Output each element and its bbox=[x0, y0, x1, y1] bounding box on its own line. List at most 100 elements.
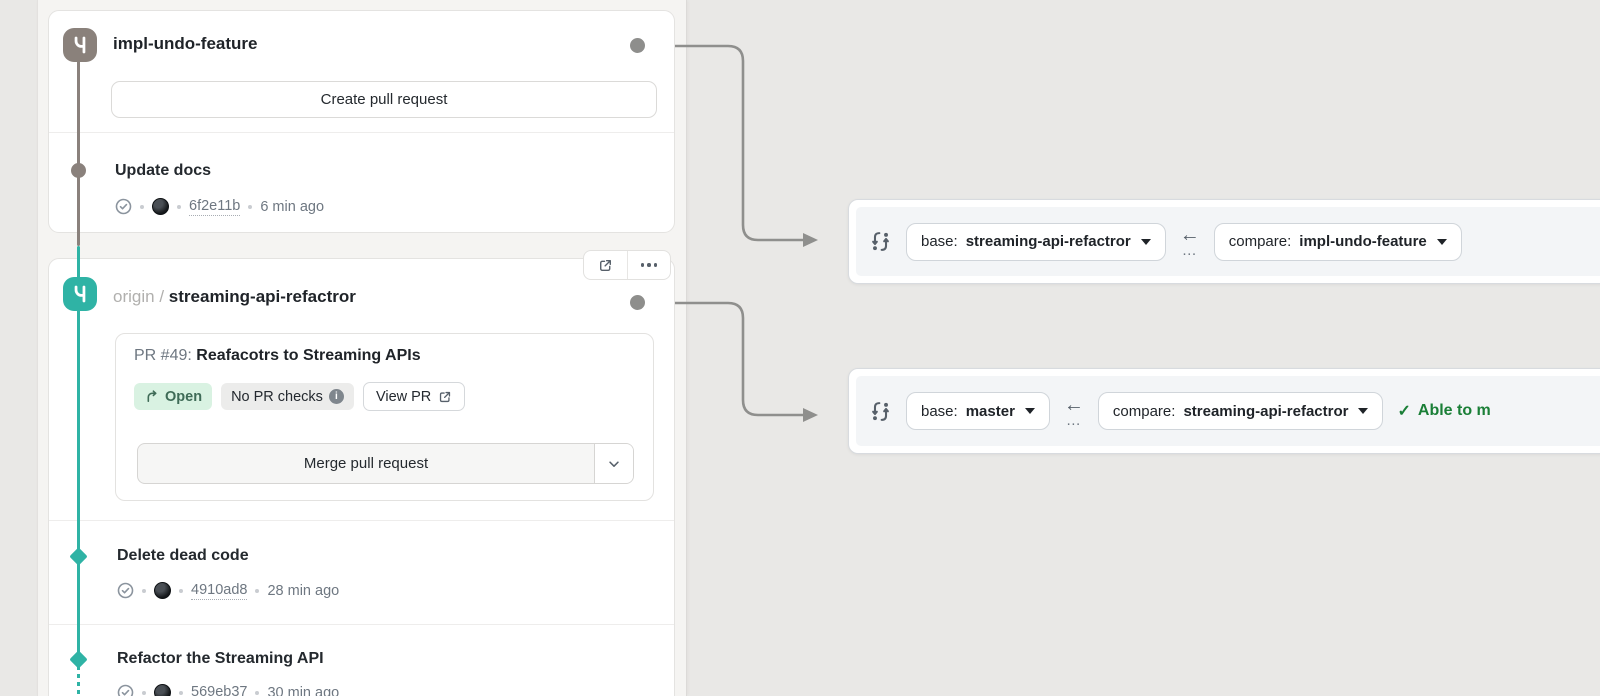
commit-title: Refactor the Streaming API bbox=[117, 650, 324, 667]
branch-card-toolbar bbox=[583, 250, 671, 280]
range-direction: ← … bbox=[1180, 225, 1200, 258]
avatar bbox=[154, 684, 171, 696]
pr-status-label: Open bbox=[165, 388, 203, 405]
ellipsis-icon bbox=[640, 263, 657, 267]
avatar bbox=[154, 582, 171, 600]
path-separator: / bbox=[159, 287, 165, 306]
more-options-button[interactable] bbox=[628, 251, 671, 279]
pr-title: Reafacotrs to Streaming APIs bbox=[196, 347, 421, 364]
avatar bbox=[152, 198, 169, 216]
commit-time: 6 min ago bbox=[260, 198, 325, 215]
branch-icon bbox=[63, 28, 97, 62]
divider bbox=[49, 132, 674, 133]
commit-meta-row: 4910ad8 28 min ago bbox=[117, 582, 339, 600]
compare-bar-1: base: streaming-api-refactror ← … compar… bbox=[848, 199, 1600, 284]
base-branch-name: streaming-api-refactror bbox=[965, 233, 1131, 250]
git-branch-glyph bbox=[74, 36, 86, 54]
pull-request-card: PR #49: Reafacotrs to Streaming APIs Ope… bbox=[115, 333, 654, 501]
chevron-down-icon bbox=[609, 460, 619, 467]
left-arrow-icon: ← bbox=[1063, 393, 1084, 416]
dot-separator bbox=[179, 690, 183, 695]
remote-name: origin bbox=[113, 287, 155, 306]
compare-bar-inner: base: streaming-api-refactror ← … compar… bbox=[856, 207, 1600, 276]
check-circle-icon bbox=[115, 199, 132, 215]
open-external-button[interactable] bbox=[584, 251, 627, 279]
commit-sha-link[interactable]: 569eb37 bbox=[191, 684, 247, 696]
compare-branch-dropdown[interactable]: compare: impl-undo-feature bbox=[1213, 222, 1462, 261]
compare-bar-inner: base: master ← … compare: streaming-api-… bbox=[856, 376, 1600, 446]
caret-down-icon bbox=[1140, 238, 1151, 245]
compare-branch-name: impl-undo-feature bbox=[1299, 233, 1427, 250]
base-prefix: base: bbox=[921, 402, 958, 420]
commit-meta-row: 569eb37 30 min ago bbox=[117, 684, 339, 696]
branch-header: origin / streaming-api-refactror bbox=[113, 287, 356, 307]
branch-line-gray bbox=[77, 60, 80, 246]
merge-pull-request-label: Merge pull request bbox=[303, 455, 429, 472]
compare-prefix: compare: bbox=[1112, 402, 1176, 420]
git-compare-icon bbox=[872, 401, 889, 421]
commit-title: Update docs bbox=[115, 162, 212, 179]
dot-separator bbox=[177, 204, 181, 209]
merge-split-button: Merge pull request bbox=[137, 443, 634, 484]
git-compare-icon bbox=[872, 232, 889, 251]
pr-badge-row: Open No PR checks i View PR bbox=[134, 382, 466, 411]
merge-options-dropdown[interactable] bbox=[594, 444, 633, 483]
pr-status-badge: Open bbox=[134, 383, 213, 410]
dot-separator bbox=[142, 588, 146, 593]
create-pull-request-button[interactable]: Create pull request bbox=[111, 81, 657, 118]
branch-title: streaming-api-refactror bbox=[168, 287, 356, 306]
commit-title: Delete dead code bbox=[117, 547, 249, 564]
range-dots: … bbox=[1181, 242, 1198, 259]
check-icon: ✓ bbox=[1397, 403, 1411, 420]
commit-marker-dot bbox=[71, 163, 86, 178]
base-prefix: base: bbox=[921, 233, 958, 250]
pr-title-line: PR #49: Reafacotrs to Streaming APIs bbox=[134, 347, 421, 365]
range-dots: … bbox=[1065, 411, 1082, 429]
pr-number-label: PR #49: bbox=[134, 347, 192, 364]
caret-down-icon bbox=[1024, 408, 1035, 414]
branch-icon bbox=[63, 277, 97, 311]
info-icon[interactable]: i bbox=[328, 389, 344, 404]
divider bbox=[49, 520, 674, 521]
dot-separator bbox=[142, 690, 146, 695]
commit-meta-row: 6f2e11b 6 min ago bbox=[115, 198, 324, 216]
base-branch-name: master bbox=[965, 402, 1015, 420]
branch-title: impl-undo-feature bbox=[113, 34, 258, 53]
compare-branch-name: streaming-api-refactror bbox=[1183, 402, 1349, 420]
card-connector-dot bbox=[630, 295, 645, 310]
divider bbox=[626, 251, 628, 279]
view-pr-label: View PR bbox=[375, 388, 432, 405]
git-branch-glyph bbox=[74, 285, 86, 303]
commit-time: 30 min ago bbox=[267, 684, 340, 696]
caret-down-icon bbox=[1358, 408, 1369, 414]
dot-separator bbox=[255, 588, 260, 593]
base-branch-dropdown[interactable]: base: master bbox=[906, 392, 1050, 430]
commit-sha-link[interactable]: 6f2e11b bbox=[189, 198, 241, 216]
pr-checks-badge: No PR checks i bbox=[221, 383, 354, 410]
left-arrow-icon: ← bbox=[1179, 224, 1200, 246]
dot-separator bbox=[255, 690, 260, 695]
compare-bar-2: base: master ← … compare: streaming-api-… bbox=[848, 368, 1600, 454]
dot-separator bbox=[140, 204, 144, 209]
dot-separator bbox=[179, 588, 183, 593]
range-direction: ← … bbox=[1064, 395, 1084, 428]
commit-sha-link[interactable]: 4910ad8 bbox=[191, 582, 248, 600]
check-circle-icon bbox=[117, 583, 134, 599]
merge-pull-request-button[interactable]: Merge pull request bbox=[138, 444, 594, 483]
compare-branch-dropdown[interactable]: compare: streaming-api-refactror bbox=[1097, 392, 1384, 430]
merge-ability-text: Able to m bbox=[1417, 402, 1491, 419]
base-branch-dropdown[interactable]: base: streaming-api-refactror bbox=[906, 222, 1166, 261]
merge-ability-status: ✓ Able to m bbox=[1397, 401, 1490, 421]
pr-checks-label: No PR checks bbox=[231, 388, 323, 405]
create-pull-request-label: Create pull request bbox=[320, 91, 448, 108]
external-link-icon bbox=[440, 391, 451, 402]
external-link-icon bbox=[599, 259, 611, 271]
view-pr-button[interactable]: View PR bbox=[362, 382, 466, 411]
branch-line-teal-dotted bbox=[77, 666, 80, 696]
caret-down-icon bbox=[1436, 238, 1447, 245]
divider bbox=[49, 624, 674, 625]
commit-time: 28 min ago bbox=[267, 582, 340, 599]
card-connector-dot bbox=[630, 38, 645, 53]
dot-separator bbox=[248, 204, 253, 209]
branch-line-teal bbox=[77, 246, 80, 664]
